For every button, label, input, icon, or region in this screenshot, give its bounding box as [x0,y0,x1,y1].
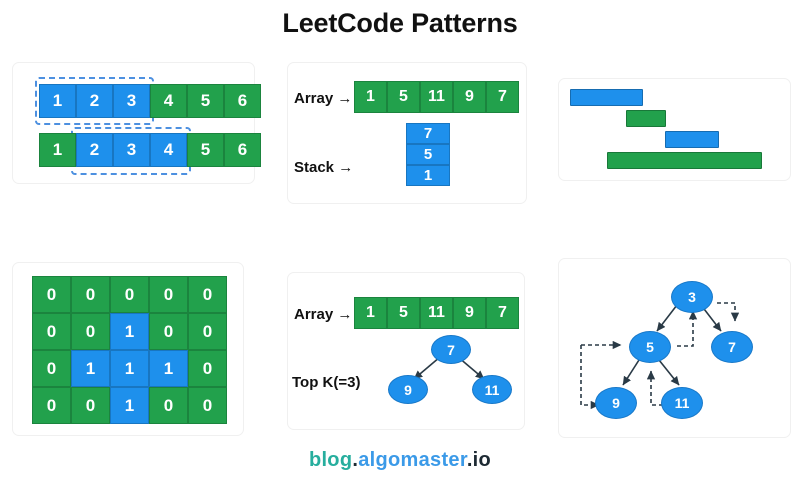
panel-intervals [558,78,791,181]
sliding-window-row: 1 2 3 4 5 6 [39,84,261,118]
footer-blog: blog [308,449,353,471]
interval-bar [607,152,762,169]
window-cell: 1 [39,84,76,118]
panel-matrix-islands: 0 0 0 0 0 0 0 1 0 0 0 1 1 1 0 0 0 1 0 0 [12,262,244,436]
window-cell: 5 [187,84,224,118]
array-cell: 5 [387,297,420,329]
matrix-cell: 0 [32,350,71,387]
tree-node-leaf: 11 [661,387,703,419]
matrix-cell: 0 [71,313,110,350]
window-cell: 3 [113,133,150,167]
stack-label: Stack → [294,159,354,176]
matrix-cell: 0 [149,313,188,350]
matrix-cell: 1 [149,350,188,387]
window-cell: 3 [113,84,150,118]
matrix-cell: 0 [188,387,227,424]
matrix-cell: 0 [110,276,149,313]
panel-top-k: Array → 1 5 11 9 7 Top K(=3) 7 9 11 [287,272,525,430]
matrix-cell: 0 [188,350,227,387]
panel-tree-dfs: 3 5 7 9 11 [558,258,791,438]
heap-node-left-child: 9 [388,375,428,404]
array-cell: 11 [420,297,453,329]
array-cell: 5 [387,81,420,113]
stack-cell: 7 [406,123,450,144]
window-cell: 2 [76,84,113,118]
array-cell: 7 [486,81,519,113]
matrix-cell: 1 [110,387,149,424]
interval-bar [570,89,643,106]
panel-sliding-window: 1 2 3 4 5 6 1 2 3 4 5 6 [12,62,261,184]
tree-node: 5 [629,331,671,363]
matrix-cell: 0 [32,276,71,313]
window-cell: 6 [224,133,261,167]
footer-dot: . [352,449,359,471]
matrix-cell: 0 [149,276,188,313]
top-k-label: Top K(=3) [292,374,361,391]
window-cell: 1 [39,133,76,167]
matrix-cell: 0 [188,313,227,350]
matrix-cell: 0 [71,276,110,313]
window-cell: 6 [224,84,261,118]
matrix-grid: 0 0 0 0 0 0 0 1 0 0 0 1 1 1 0 0 0 1 0 0 [32,276,227,424]
stack-array: 1 5 11 9 7 [354,81,519,113]
array-cell: 1 [354,297,387,329]
array-cell: 9 [453,81,486,113]
tree-node-leaf: 9 [595,387,637,419]
window-cell: 5 [187,133,224,167]
footer-algomaster: algomaster [358,449,467,471]
matrix-cell: 0 [188,276,227,313]
matrix-cell: 0 [32,313,71,350]
array-label: Array → [294,90,353,107]
tree-node-root: 3 [671,281,713,313]
tree-node: 7 [711,331,753,363]
matrix-cell: 1 [110,350,149,387]
tree-edges [580,302,740,410]
matrix-cell: 1 [110,313,149,350]
array-cell: 7 [486,297,519,329]
footer-tld: .io [466,449,492,471]
page-title: LeetCode Patterns [282,8,518,38]
heap-edges [413,356,485,380]
footer-brand: blog.algomaster.io [0,449,800,472]
stack-column: 7 5 1 [406,123,450,186]
window-cell: 2 [76,133,113,167]
array-cell: 9 [453,297,486,329]
array-label: Array → [294,306,353,323]
topk-array: 1 5 11 9 7 [354,297,519,329]
panel-monotonic-stack: Array → 1 5 11 9 7 Stack → 7 5 1 [287,62,527,204]
stack-cell: 1 [406,165,450,186]
matrix-cell: 0 [71,387,110,424]
heap-node-root: 7 [431,335,471,364]
window-cell: 4 [150,84,187,118]
matrix-cell: 0 [32,387,71,424]
heap-node-right-child: 11 [472,375,512,404]
array-cell: 1 [354,81,387,113]
matrix-cell: 1 [71,350,110,387]
stack-cell: 5 [406,144,450,165]
matrix-cell: 0 [149,387,188,424]
array-cell: 11 [420,81,453,113]
sliding-window-row: 1 2 3 4 5 6 [39,133,261,167]
window-cell: 4 [150,133,187,167]
interval-bar [665,131,719,148]
interval-bar [626,110,666,127]
